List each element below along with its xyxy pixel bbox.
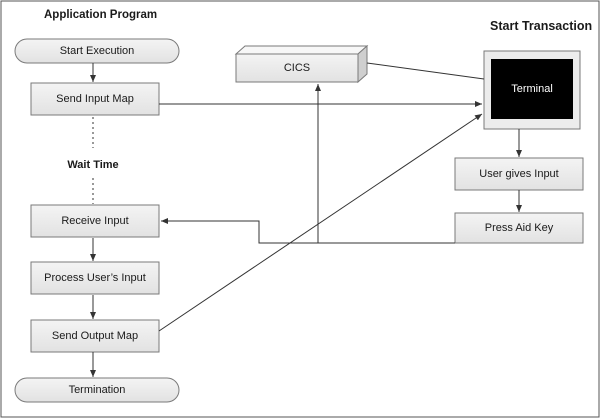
cics-box <box>234 44 369 84</box>
send-output-map-shape <box>30 319 160 353</box>
terminal-screen <box>491 59 573 119</box>
receive-input-shape <box>30 204 160 238</box>
process-user-input-shape <box>30 261 160 295</box>
start-execution-shape <box>14 38 180 64</box>
termination-shape <box>14 377 180 403</box>
arrow-send-output-to-terminal <box>158 113 483 332</box>
arrow-aid-key-to-receive-input <box>161 218 455 244</box>
terminal-box <box>483 50 581 130</box>
user-gives-input-shape <box>454 157 584 191</box>
press-aid-key-shape <box>454 212 584 244</box>
line-cics-to-terminal <box>366 62 485 80</box>
send-input-map-shape <box>30 82 160 116</box>
